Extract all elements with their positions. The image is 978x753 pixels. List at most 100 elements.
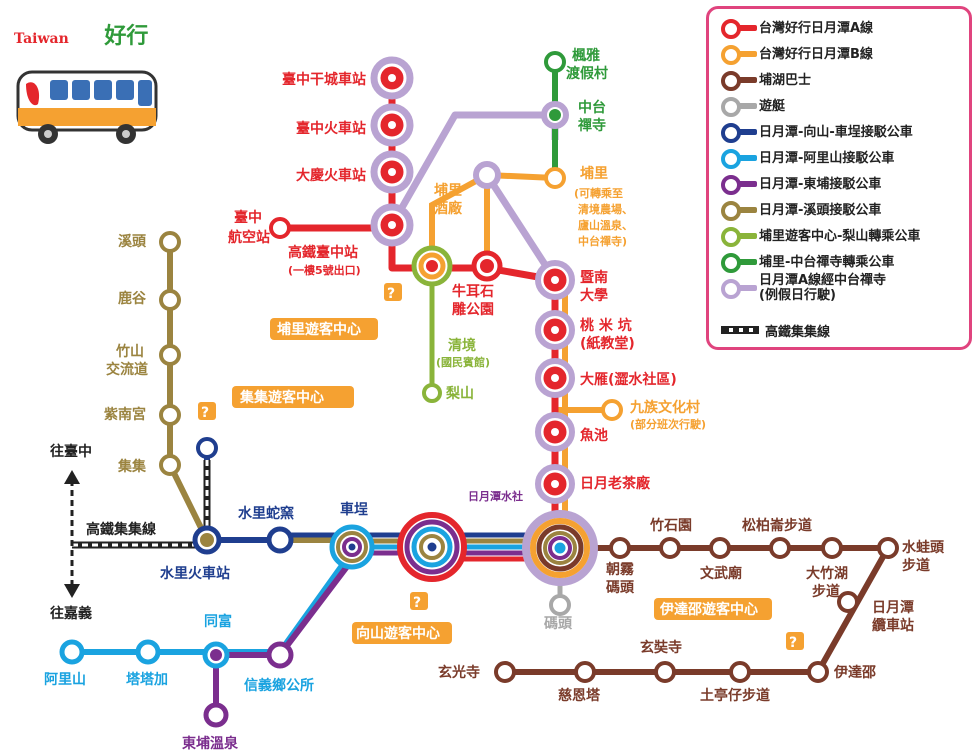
label-tuting: 土亭仔步道: [700, 687, 770, 704]
station-marker: [535, 310, 575, 350]
label-tataka: 塔塔加: [126, 671, 168, 688]
svg-text:?: ?: [201, 405, 209, 421]
station-marker: [654, 661, 676, 683]
legend-swatch: [721, 70, 759, 91]
station-marker: [266, 641, 294, 669]
station-marker: [159, 404, 181, 426]
label-niuer-1: 牛耳石: [452, 283, 494, 300]
station-marker: [609, 537, 631, 559]
label-ziwei: 紫南宮: [104, 406, 146, 423]
label-lugu: 鹿谷: [117, 290, 147, 307]
legend-item: 埔里-中台禪寺轉乘公車: [721, 251, 894, 273]
legend-label: 日月潭-東埔接駁公車: [759, 176, 882, 192]
station-marker: [269, 217, 291, 239]
station-marker: [601, 399, 623, 421]
label-chungtai-2: 禪寺: [577, 117, 606, 134]
legend-swatch: [721, 200, 759, 221]
station-marker: [159, 344, 181, 366]
station-marker: [196, 437, 218, 459]
legend-swatch: [721, 44, 759, 65]
label-sml-car-1: 日月潭: [872, 599, 914, 616]
legend-item: 埔湖巴士: [721, 69, 811, 91]
station-marker: [370, 56, 414, 100]
legend-swatch: [721, 122, 759, 143]
station-marker: [494, 661, 516, 683]
label-sml-car-2: 纜車站: [872, 617, 914, 634]
label-ciensta: 慈恩塔: [558, 687, 601, 704]
label-airport-2: 航空站: [228, 229, 270, 246]
label-jiji-tourist: 集集遊客中心: [239, 389, 324, 406]
legend-item: 日月潭-阿里山接駁公車: [721, 147, 894, 169]
legend-swatch: [721, 18, 759, 39]
station-marker: [471, 250, 503, 282]
svg-text:?: ?: [413, 595, 421, 611]
legend-item: 埔里遊客中心-梨山轉乘公車: [721, 225, 920, 247]
label-hsr-rail: 高鐵集集線: [86, 521, 156, 538]
station-marker: [370, 103, 414, 147]
line-darkblue: [204, 450, 280, 543]
label-shuili-train: 水里火車站: [160, 565, 230, 582]
line-red: [280, 78, 559, 545]
label-puli-note-4: 中台禪寺): [578, 234, 627, 248]
label-sml-station: 日月潭水社: [468, 489, 523, 503]
station-marker: [574, 661, 596, 683]
label-formosan: 九族文化村: [629, 399, 700, 416]
station-marker: [544, 167, 566, 189]
station-marker: [159, 454, 181, 476]
svg-text:?: ?: [387, 286, 395, 302]
legend-swatch: [721, 226, 759, 247]
label-niuer-2: 雕公園: [452, 301, 494, 318]
label-chungtai-1: 中台: [578, 99, 606, 116]
station-marker: [807, 661, 829, 683]
legend-label: 遊艇: [759, 98, 786, 114]
label-checheng: 車埕: [340, 501, 368, 518]
station-marker: [422, 383, 442, 403]
legend-label: 埔里-中台禪寺轉乘公車: [759, 254, 895, 270]
station-marker: [877, 537, 899, 559]
station-marker: [659, 537, 681, 559]
legend-label: 日月潭-溪頭接駁公車: [759, 202, 882, 218]
label-chaowu-1: 朝霧: [606, 561, 635, 578]
legend-label: 埔里遊客中心-梨山轉乘公車: [759, 228, 921, 244]
station-marker: [544, 51, 566, 73]
legend-label: 台灣好行日月潭B線: [759, 46, 873, 62]
bus-icon: [16, 70, 158, 144]
taiwan-tourbus-logo: Taiwan 好行: [14, 18, 148, 50]
legend-label: 台灣好行日月潭A線: [759, 20, 874, 36]
label-formosan-note: (部分班次行駛): [630, 417, 706, 431]
label-dongpu: 東埔溫泉: [182, 735, 239, 752]
label-alishan: 阿里山: [44, 672, 86, 688]
legend-label: 埔湖巴士: [759, 72, 812, 88]
label-jiji: 集集: [117, 458, 147, 475]
label-shuiwa-2: 步道: [902, 557, 930, 574]
label-puli-winery-2: 酒廠: [434, 200, 463, 217]
label-xitou: 溪頭: [118, 233, 147, 250]
label-puli-winery-1: 埔里: [434, 182, 462, 199]
legend-item: 日月潭A線經中台禪寺 (例假日行駛): [721, 273, 886, 303]
line-purple: [213, 558, 355, 715]
label-taichung-train: 臺中火車站: [296, 120, 366, 137]
label-dazhu-1: 大竹湖: [806, 565, 848, 582]
label-taichung-gan: 臺中干城車站: [282, 71, 366, 88]
label-dayan: 大雁(澀水社區): [580, 371, 677, 388]
station-marker: [535, 260, 575, 300]
label-tongfu: 同富: [204, 613, 232, 630]
station-marker: [549, 594, 571, 616]
station-marker: [370, 203, 414, 247]
tourist-icons: ? ? ? ?: [198, 283, 804, 651]
logo-text: Taiwan: [14, 31, 69, 47]
label-puli-note-1: (可轉乘至: [574, 186, 623, 200]
station-marker: [135, 639, 161, 665]
station-marker: [535, 464, 575, 504]
label-taomi-1: 桃 米 坑: [580, 317, 632, 334]
legend-item: 日月潭-溪頭接駁公車: [721, 199, 881, 221]
legend-swatch: [721, 278, 759, 299]
station-marker: [821, 537, 843, 559]
stations: [59, 51, 899, 728]
legend-item: 日月潭-向山-車埕接駁公車: [721, 121, 913, 143]
station-marker: [397, 512, 467, 582]
label-hsr-taichung: 高鐵臺中站: [288, 244, 358, 261]
label-ita: 伊達邵: [833, 664, 876, 681]
label-airport-1: 臺中: [234, 209, 262, 226]
label-pier: 碼頭: [543, 616, 573, 632]
